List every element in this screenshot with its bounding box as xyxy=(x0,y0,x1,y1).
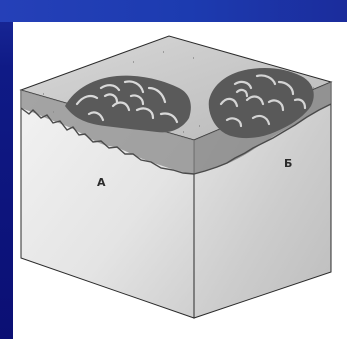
slide-top-band xyxy=(0,0,347,22)
label-b: Б xyxy=(284,157,292,170)
tissue-block-diagram xyxy=(13,22,347,339)
label-a: А xyxy=(97,176,106,189)
